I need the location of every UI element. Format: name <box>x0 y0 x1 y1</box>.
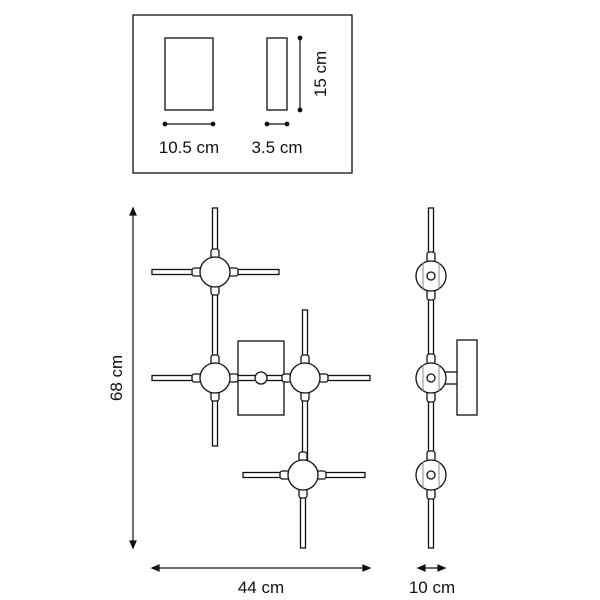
dimension-lines <box>129 35 447 572</box>
plate-front-view <box>164 37 214 111</box>
light-sphere <box>289 362 321 394</box>
dimension-dot <box>264 121 270 127</box>
arrowhead <box>416 564 447 572</box>
dimension-dot <box>162 121 168 127</box>
label-plate-width: 10.5 cm <box>159 138 219 157</box>
light-sphere <box>199 256 231 288</box>
arrowhead <box>150 564 372 572</box>
sphere-center <box>426 470 436 480</box>
dimension-dot <box>284 121 290 127</box>
fixture-side-view <box>415 207 478 549</box>
junction-knob <box>254 371 268 385</box>
mount-plate-detail-box <box>132 14 353 174</box>
fixture-front-view <box>151 207 371 549</box>
label-plate-depth: 3.5 cm <box>251 138 302 157</box>
label-total-depth: 10 cm <box>409 578 455 597</box>
dimension-dot <box>297 35 303 41</box>
dimension-dot <box>297 107 303 113</box>
light-sphere <box>199 362 231 394</box>
dimension-dot <box>210 121 216 127</box>
label-plate-height: 15 cm <box>311 51 330 97</box>
label-total-width: 44 cm <box>238 578 284 597</box>
light-sphere <box>287 459 319 491</box>
plate-side-view <box>266 37 288 111</box>
wall-plate-side <box>456 339 478 416</box>
sphere-center <box>426 373 436 383</box>
label-total-height: 68 cm <box>107 355 126 401</box>
sphere-center <box>426 271 436 281</box>
arrowhead <box>129 206 137 550</box>
